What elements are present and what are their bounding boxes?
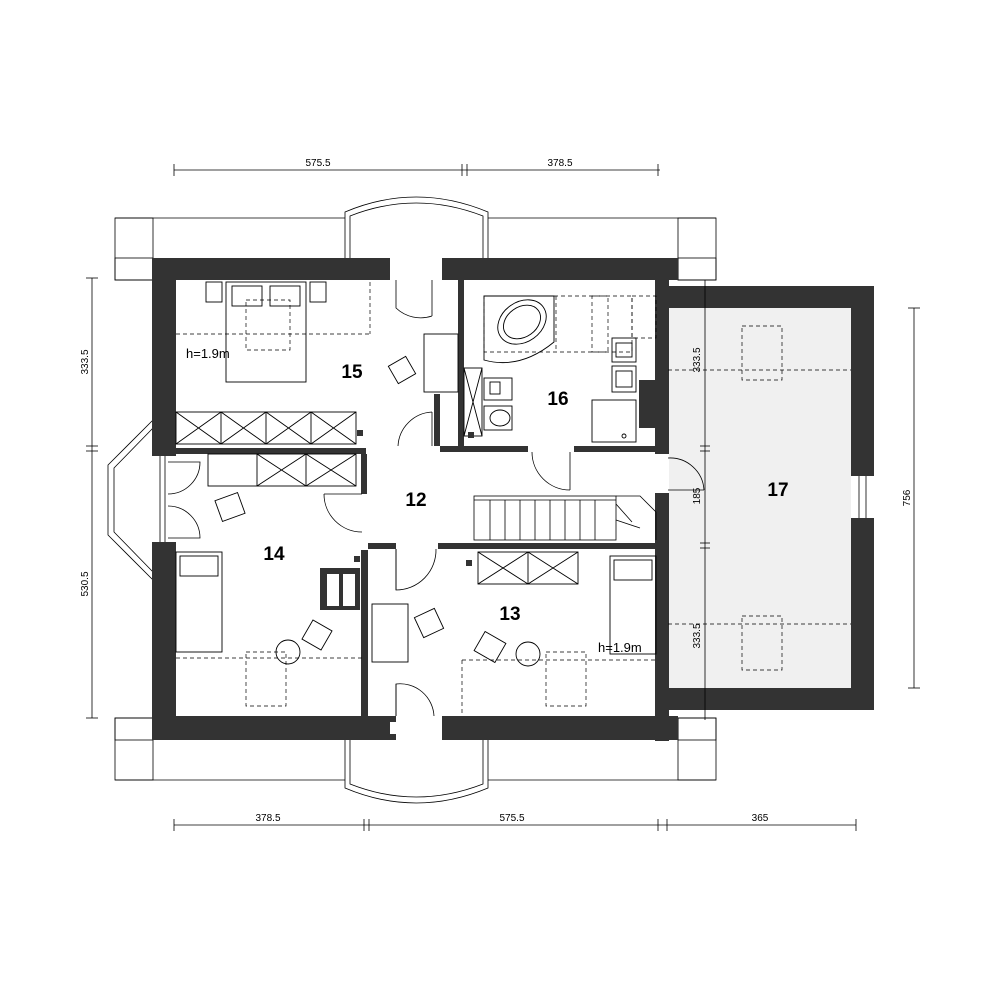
windows (390, 264, 868, 734)
dim-left-bottom: 530.5 (80, 571, 91, 596)
room-label-17: 17 (767, 480, 788, 501)
garage-floor (668, 308, 851, 688)
room-label-16: 16 (547, 389, 568, 410)
dim-bottom-right: 365 (752, 813, 769, 824)
garage-markings (668, 280, 851, 720)
staircase (473, 495, 657, 541)
dimension-lines (86, 164, 920, 831)
room-label-12: 12 (405, 490, 426, 511)
walls (152, 258, 874, 741)
height-note-13: h=1.9m (598, 640, 642, 655)
room-14-furniture (175, 453, 362, 707)
dim-garage-bottom: 333.5 (692, 623, 703, 648)
dim-right-total: 756 (902, 489, 913, 506)
room-label-14: 14 (263, 544, 285, 565)
room-16-fixtures (463, 295, 657, 443)
roof-outline (114, 217, 717, 781)
room-label-13: 13 (499, 604, 520, 625)
dim-top-right: 378.5 (547, 158, 572, 169)
bottom-dormer (344, 740, 489, 804)
dim-bottom-mid: 575.5 (499, 813, 524, 824)
dim-garage-top: 333.5 (692, 347, 703, 372)
dim-bottom-left: 378.5 (255, 813, 280, 824)
dim-left-top: 333.5 (80, 349, 91, 374)
dim-garage-mid: 185 (692, 487, 703, 504)
dim-top-left: 575.5 (305, 158, 330, 169)
room-label-15: 15 (341, 362, 363, 383)
wardrobe-15 (175, 411, 357, 445)
top-dormer (344, 196, 489, 258)
room-13-furniture (371, 551, 657, 716)
room-15-furniture (175, 281, 459, 445)
doors (167, 280, 705, 717)
bay-window (107, 419, 166, 581)
height-note-15: h=1.9m (186, 346, 230, 361)
